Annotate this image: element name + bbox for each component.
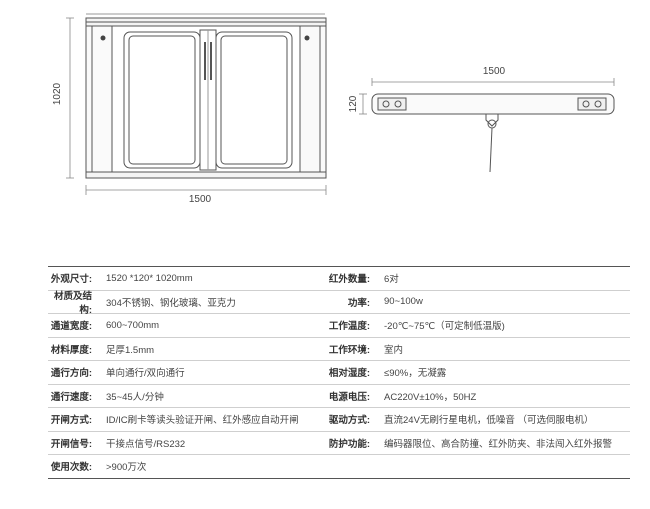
spec-row: 材料厚度: 足厚1.5mm 工作环境: 室内	[48, 338, 630, 361]
front-dimensions	[66, 17, 327, 195]
spec-value: -20℃~75℃（可定制低温版)	[384, 321, 505, 333]
spec-label: 防护功能:	[328, 438, 370, 450]
spec-row: 材质及结构: 304不锈钢、钢化玻璃、亚克力 功率: 90~100w	[48, 290, 630, 316]
technical-drawings: 1500 1020 1500 120	[52, 13, 615, 205]
spec-value: 干接点信号/RS232	[106, 438, 186, 450]
spec-label: 工作环境:	[328, 344, 370, 356]
spec-label: 驱动方式:	[328, 415, 370, 427]
spec-row: 开闸方式: ID/IC刷卡等读头验证开闸、红外感应自动开闸 驱动方式: 直流24V无刷…	[48, 408, 630, 432]
spec-label: 功率:	[347, 297, 370, 309]
spec-value: 室内	[384, 344, 404, 356]
spec-value: 600~700mm	[106, 319, 160, 331]
front-height-label: 1020	[52, 82, 63, 105]
spec-label: 相对湿度:	[328, 368, 370, 380]
top-width-label: 1500	[483, 66, 506, 77]
spec-value: 足厚1.5mm	[106, 344, 155, 356]
spec-value: 35~45人/分钟	[106, 391, 164, 403]
spec-label: 红外数量:	[328, 274, 370, 286]
spec-value: 编码器限位、高合防撞、红外防夹、非法闯入红外报警	[384, 438, 613, 450]
spec-label: 电源电压:	[328, 391, 370, 403]
spec-value: AC220V±10%，50HZ	[384, 391, 477, 403]
spec-value: >900万次	[106, 462, 147, 474]
spec-value: ≤90%，无凝露	[384, 368, 447, 380]
spec-label: 工作温度:	[328, 321, 370, 333]
front-width-label: 1500	[189, 194, 212, 205]
spec-label: 通道宽度:	[50, 321, 92, 333]
spec-row: 通行速度: 35~45人/分钟 电源电压: AC220V±10%，50HZ	[48, 385, 630, 408]
spec-table: 外观尺寸: 1520 *120* 1020mm 红外数量: 6对材质及结构: 304不锈…	[48, 266, 630, 479]
spec-row: 使用次数: >900万次	[48, 455, 630, 479]
spec-label: 材质及结构:	[53, 290, 92, 316]
spec-row: 通道宽度: 600~700mm 工作温度: -20℃~75℃（可定制低温版)	[48, 314, 630, 338]
spec-value: 1520 *120* 1020mm	[106, 272, 193, 284]
spec-value: 6对	[384, 274, 399, 286]
top-height-label: 120	[348, 95, 359, 112]
spec-row: 开闸信号: 干接点信号/RS232 防护功能: 编码器限位、高合防撞、红外防夹、非法闯…	[48, 432, 630, 455]
spec-value: 直流24V无刷行星电机，低噪音 （可选伺服电机）	[384, 415, 594, 427]
spec-label: 使用次数:	[50, 462, 92, 474]
spec-label: 外观尺寸:	[50, 274, 92, 286]
spec-label: 开闸信号:	[50, 438, 92, 450]
spec-label: 材料厚度:	[50, 344, 92, 356]
spec-row: 外观尺寸: 1520 *120* 1020mm 红外数量: 6对	[48, 267, 630, 291]
top-view-drawing	[371, 93, 615, 173]
spec-row: 通行方向: 单向通行/双向通行 相对湿度: ≤90%，无凝露	[48, 361, 630, 385]
spec-label: 开闸方式:	[50, 415, 92, 427]
spec-value: ID/IC刷卡等读头验证开闸、红外感应自动开闸	[106, 415, 299, 427]
top-dimensions	[359, 78, 615, 115]
spec-label: 通行方向:	[50, 368, 92, 380]
spec-value: 90~100w	[384, 296, 423, 308]
spec-value: 304不锈钢、钢化玻璃、亚克力	[106, 297, 236, 309]
spec-value: 单向通行/双向通行	[106, 368, 185, 380]
front-view-drawing	[85, 13, 327, 179]
spec-label: 通行速度:	[50, 391, 92, 403]
